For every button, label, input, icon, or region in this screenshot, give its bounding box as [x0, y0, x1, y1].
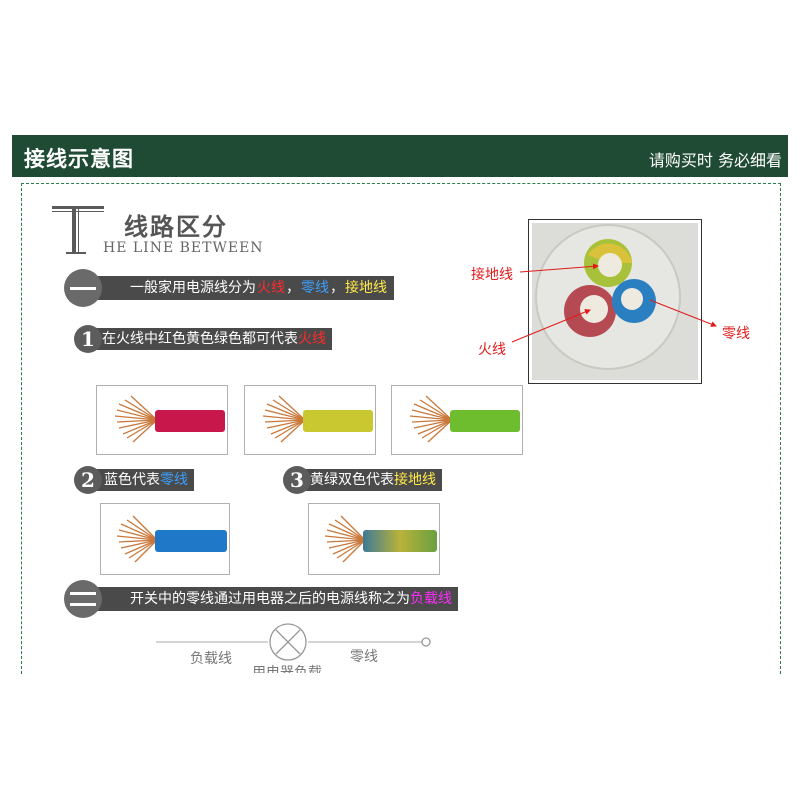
diagram-appliance-label: 用电器负载 — [252, 665, 322, 673]
page-title-reflection: 接线示意图 — [24, 165, 134, 171]
yellow-green-wire-image — [308, 503, 440, 575]
item3-number-badge: 3 — [283, 466, 311, 494]
item2-number-badge: 2 — [74, 466, 102, 494]
header-notice: 请购买时 务必细看 — [648, 151, 782, 170]
item3-highlight: 接地线 — [394, 472, 436, 488]
red-wire-image — [96, 385, 228, 455]
item1-text: 在火线中红色黄色绿色都可代表 — [102, 331, 298, 347]
load-line-diagram — [156, 623, 431, 661]
cable-ground-label: 接地线 — [471, 267, 513, 283]
green-wire-image — [391, 385, 523, 455]
item1-number-badge: 1 — [74, 325, 102, 353]
diagram-load-line-label: 负载线 — [190, 651, 232, 667]
section2-highlight: 负载线 — [410, 591, 452, 607]
item3-text: 黄绿双色代表 — [310, 472, 394, 488]
page-title: 接线示意图 — [24, 147, 134, 171]
section1-text: 一般家用电源线分为 — [130, 280, 256, 296]
item2-banner: 蓝色代表零线 — [90, 469, 194, 491]
separator: ， — [286, 280, 300, 296]
cable-live-label: 火线 — [478, 342, 506, 358]
section1-banner: 一般家用电源线分为火线，零线，接地线 — [82, 276, 394, 300]
blue-wire-image — [100, 503, 230, 575]
cable-neutral-label: 零线 — [722, 326, 750, 342]
item2-text: 蓝色代表 — [104, 472, 160, 488]
item2-highlight: 零线 — [160, 472, 188, 488]
neutral-wire-label: 零线 — [301, 280, 329, 296]
ground-wire-label: 接地线 — [345, 280, 387, 296]
item1-banner: 在火线中红色黄色绿色都可代表火线 — [88, 328, 332, 350]
header-bar: 接线示意图 接线示意图 请购买时 务必细看 — [12, 135, 788, 177]
title-chinese: 线路区分 — [124, 213, 228, 241]
live-wire-label: 火线 — [257, 280, 285, 296]
yellow-wire-image — [244, 385, 376, 455]
content-frame — [21, 183, 781, 674]
section2-banner: 开关中的零线通过用电器之后的电源线称之为负载线 — [82, 587, 458, 611]
section2-circle-icon — [64, 580, 102, 618]
diagram-neutral-line-label: 零线 — [350, 649, 378, 665]
diagram-appliance-clip: 用电器负载 — [240, 660, 350, 673]
section1-circle-icon — [64, 269, 102, 307]
title-t-glyph — [52, 206, 104, 254]
title-english: HE LINE BETWEEN — [103, 240, 264, 256]
item3-banner: 黄绿双色代表接地线 — [296, 469, 442, 491]
item1-highlight: 火线 — [298, 331, 326, 347]
separator: ， — [330, 280, 344, 296]
cable-cross-section-image — [528, 219, 702, 384]
section2-text: 开关中的零线通过用电器之后的电源线称之为 — [130, 591, 410, 607]
